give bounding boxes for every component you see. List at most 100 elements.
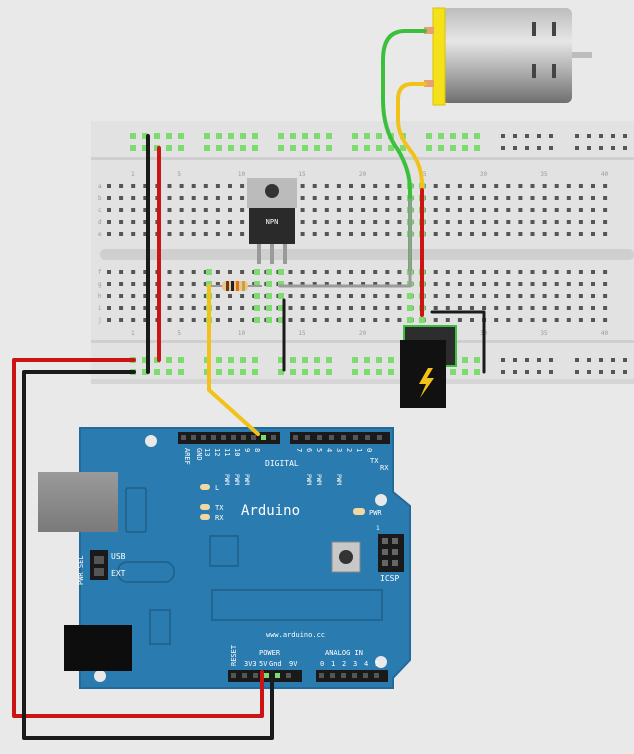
breadboard-hole bbox=[336, 270, 341, 274]
led-l bbox=[200, 484, 210, 490]
breadboard-hole bbox=[549, 370, 553, 374]
pin-label-3: 3 bbox=[335, 448, 343, 452]
breadboard-hole bbox=[361, 294, 366, 298]
breadboard-hole bbox=[107, 282, 111, 286]
breadboard-hole bbox=[167, 294, 172, 298]
pin-label-gnd: GND bbox=[195, 448, 203, 461]
breadboard-hole bbox=[470, 318, 474, 322]
breadboard-hole bbox=[518, 282, 523, 286]
breadboard-hole bbox=[542, 318, 547, 322]
breadboard-hole bbox=[312, 232, 317, 236]
connected-hole bbox=[376, 133, 382, 139]
connected-hole bbox=[254, 269, 260, 275]
breadboard-hole bbox=[554, 282, 559, 286]
connected-hole bbox=[240, 133, 246, 139]
breadboard-hole bbox=[215, 318, 220, 322]
breadboard-hole bbox=[240, 306, 245, 310]
breadboard-hole bbox=[119, 184, 124, 188]
breadboard-hole bbox=[494, 232, 499, 236]
breadboard-hole bbox=[361, 184, 366, 188]
breadboard-hole bbox=[385, 318, 390, 322]
breadboard-column-number: 15 bbox=[298, 330, 306, 337]
breadboard-hole bbox=[228, 318, 232, 322]
reset-button-cap[interactable] bbox=[339, 550, 353, 564]
black-wire-jack bbox=[430, 310, 486, 374]
motor-vent bbox=[532, 64, 536, 78]
breadboard-hole bbox=[312, 318, 317, 322]
breadboard-hole bbox=[494, 196, 499, 200]
breadboard-hole bbox=[336, 306, 341, 310]
breadboard-hole bbox=[501, 358, 505, 362]
breadboard-hole bbox=[324, 318, 329, 322]
connected-hole bbox=[278, 269, 284, 275]
breadboard-hole bbox=[482, 220, 487, 224]
analog-label: ANALOG IN bbox=[325, 649, 363, 657]
connected-hole bbox=[388, 145, 394, 151]
breadboard-hole bbox=[385, 184, 390, 188]
breadboard-hole bbox=[191, 306, 196, 310]
header-pin bbox=[341, 435, 346, 440]
breadboard-hole bbox=[494, 208, 499, 212]
connected-hole bbox=[462, 357, 468, 363]
breadboard-hole bbox=[349, 232, 353, 236]
breadboard-hole bbox=[445, 306, 450, 310]
pwm-label: PWM bbox=[305, 474, 312, 485]
breadboard-column-number: 35 bbox=[540, 330, 548, 337]
breadboard-hole bbox=[554, 220, 559, 224]
breadboard-hole bbox=[603, 282, 608, 286]
breadboard-hole bbox=[361, 318, 366, 322]
breadboard-hole bbox=[228, 306, 232, 310]
pin-label-2: 2 bbox=[345, 448, 353, 452]
breadboard-hole bbox=[349, 282, 353, 286]
breadboard-hole bbox=[385, 294, 390, 298]
breadboard-hole bbox=[482, 294, 487, 298]
transistor-leg bbox=[270, 244, 274, 264]
connected-hole bbox=[364, 357, 370, 363]
connected-hole bbox=[290, 145, 296, 151]
breadboard-hole bbox=[530, 306, 535, 310]
breadboard-hole bbox=[542, 270, 547, 274]
breadboard-hole bbox=[566, 232, 571, 236]
breadboard-hole bbox=[119, 232, 124, 236]
header-pin bbox=[293, 435, 298, 440]
connected-hole bbox=[228, 133, 234, 139]
header-pin bbox=[231, 435, 236, 440]
header-pin bbox=[251, 435, 256, 440]
power-pin-gnd: Gnd bbox=[269, 660, 282, 668]
breadboard-hole bbox=[361, 220, 366, 224]
breadboard-hole bbox=[385, 208, 390, 212]
breadboard-hole bbox=[518, 270, 523, 274]
pin-label-11: 11 bbox=[223, 448, 231, 456]
analog-pin-4: 4 bbox=[364, 660, 368, 668]
connected-hole bbox=[204, 133, 210, 139]
breadboard-column-number: 5 bbox=[177, 330, 181, 337]
breadboard-hole bbox=[167, 306, 172, 310]
breadboard-hole bbox=[107, 294, 111, 298]
reset-label: RESET bbox=[230, 644, 238, 666]
connected-hole bbox=[278, 145, 284, 151]
breadboard-hole bbox=[203, 220, 208, 224]
pin-label-9: 9 bbox=[243, 448, 251, 452]
breadboard-hole bbox=[300, 294, 305, 298]
breadboard-hole bbox=[623, 146, 627, 150]
breadboard-hole bbox=[470, 196, 474, 200]
breadboard-hole bbox=[611, 134, 615, 138]
breadboard-hole bbox=[554, 196, 559, 200]
connected-hole bbox=[216, 145, 222, 151]
breadboard-hole bbox=[587, 146, 591, 150]
connected-hole bbox=[426, 133, 432, 139]
breadboard-hole bbox=[482, 184, 487, 188]
analog-pin-2: 2 bbox=[342, 660, 346, 668]
breadboard-hole bbox=[203, 306, 208, 310]
breadboard-hole bbox=[131, 282, 136, 286]
header-pin bbox=[377, 435, 382, 440]
breadboard-hole bbox=[361, 306, 366, 310]
breadboard-hole bbox=[131, 220, 136, 224]
breadboard-hole bbox=[179, 282, 184, 286]
breadboard-hole bbox=[349, 184, 353, 188]
breadboard-hole bbox=[324, 294, 329, 298]
breadboard-column-number: 40 bbox=[601, 330, 609, 337]
led-pwr bbox=[353, 508, 365, 515]
crystal-outline bbox=[117, 561, 175, 583]
